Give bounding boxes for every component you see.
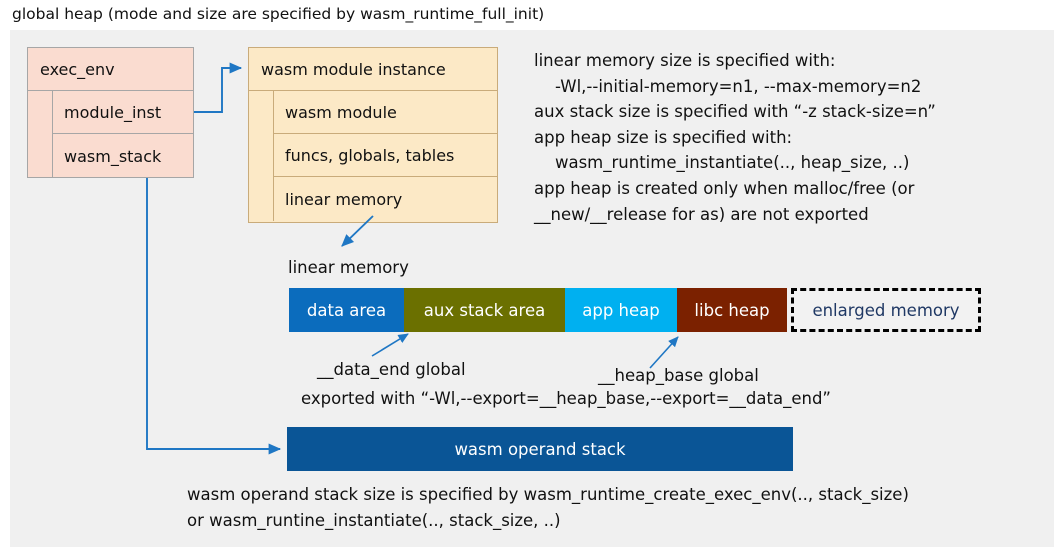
module-instance-row-linear-memory: linear memory: [273, 177, 497, 221]
exec-env-row-wasm-stack: wasm_stack: [52, 134, 193, 178]
wasm-operand-stack-label: wasm operand stack: [454, 439, 626, 459]
wasm-module-instance-box: wasm module instance wasm module funcs, …: [248, 47, 498, 223]
data-end-annotation: __data_end global: [317, 360, 466, 379]
heap-base-annotation: __heap_base global: [598, 366, 759, 385]
wasm-stack-label: wasm_stack: [64, 146, 162, 166]
memory-segment-enlarged-memory: enlarged memory: [791, 288, 981, 332]
module-instance-row-title: wasm module instance: [249, 48, 497, 91]
exec-env-box: exec_env module_inst wasm_stack: [27, 47, 194, 178]
exec-env-row-module-inst: module_inst: [52, 91, 193, 134]
memory-segment-label: enlarged memory: [812, 300, 960, 320]
funcs-globals-tables-label: funcs, globals, tables: [285, 145, 455, 165]
memory-segment-data-area: data area: [289, 288, 404, 332]
export-flags-annotation: exported with “-Wl,--export=__heap_base,…: [301, 389, 831, 408]
memory-segment-label: aux stack area: [423, 300, 546, 320]
memory-configuration-notes: linear memory size is specified with: -W…: [534, 51, 936, 224]
memory-segment-app-heap: app heap: [565, 288, 677, 332]
operand-stack-notes: wasm operand stack size is specified by …: [187, 485, 909, 530]
linear-memory-caption: linear memory: [288, 258, 409, 277]
memory-segment-label: libc heap: [694, 300, 770, 320]
linear-memory-bar: data area aux stack area app heap libc heap…: [289, 288, 981, 332]
linear-memory-row-label: linear memory: [285, 189, 403, 209]
memory-segment-label: app heap: [582, 300, 660, 320]
page-title: global heap (mode and size are specified…: [12, 5, 545, 23]
wasm-operand-stack-bar: wasm operand stack: [287, 427, 793, 471]
memory-segment-aux-stack-area: aux stack area: [404, 288, 565, 332]
module-instance-row-funcs-globals-tables: funcs, globals, tables: [273, 134, 497, 177]
memory-segment-libc-heap: libc heap: [677, 288, 787, 332]
exec-env-row-title: exec_env: [28, 48, 193, 91]
module-instance-row-wasm-module: wasm module: [273, 91, 497, 134]
wasm-module-label: wasm module: [285, 102, 397, 122]
memory-segment-label: data area: [306, 300, 387, 320]
module-inst-label: module_inst: [64, 102, 162, 122]
exec-env-title-label: exec_env: [40, 59, 115, 79]
module-instance-title-label: wasm module instance: [261, 59, 446, 79]
